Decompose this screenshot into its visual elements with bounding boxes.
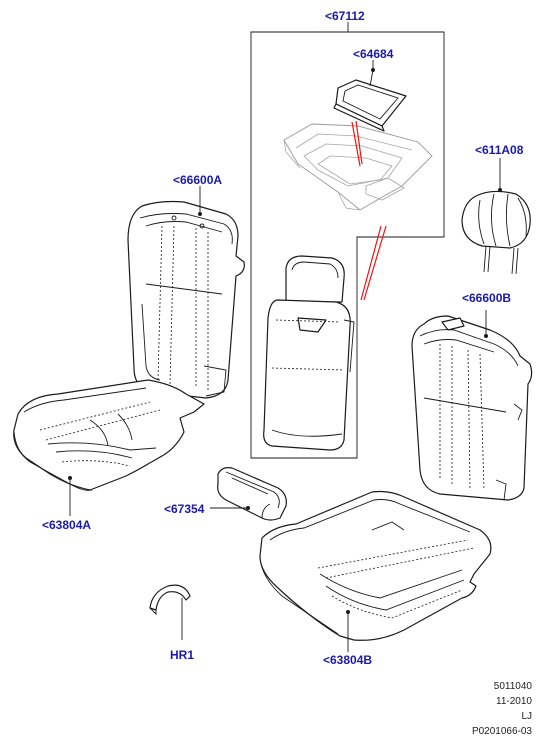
right-seat-cushion [259,490,492,652]
right-seat-back [411,310,533,501]
centre-seat-back [263,255,355,451]
callout-67354[interactable]: <67354 [164,502,205,516]
callout-66600B[interactable]: <66600B [462,291,512,305]
left-seat-back [127,186,245,399]
callout-64684[interactable]: <64684 [353,47,394,61]
footer-illustration-id: P0201066-03 [471,726,532,737]
alignment-guide-lines [351,120,387,301]
centre-armrest-part [210,467,287,521]
footer-drawing-number: 5011040 [493,681,532,692]
callout-63804A[interactable]: <63804A [42,518,92,532]
callout-611A08[interactable]: <611A08 [475,143,524,157]
footer-date: 11-2010 [496,696,532,707]
hose-clip-part [149,584,191,640]
footer-model-code: LJ [521,711,532,722]
armrest-inset-frame [250,22,445,459]
callout-HR1[interactable]: HR1 [170,648,195,662]
headrest-part [461,158,531,275]
storage-tray-part [333,60,407,132]
callout-67112[interactable]: <67112 [325,9,365,23]
left-seat-cushion [13,379,205,516]
callout-63804B[interactable]: <63804B [323,653,373,667]
armrest-console-ghost [283,123,433,211]
callout-66600A[interactable]: <66600A [173,173,223,187]
